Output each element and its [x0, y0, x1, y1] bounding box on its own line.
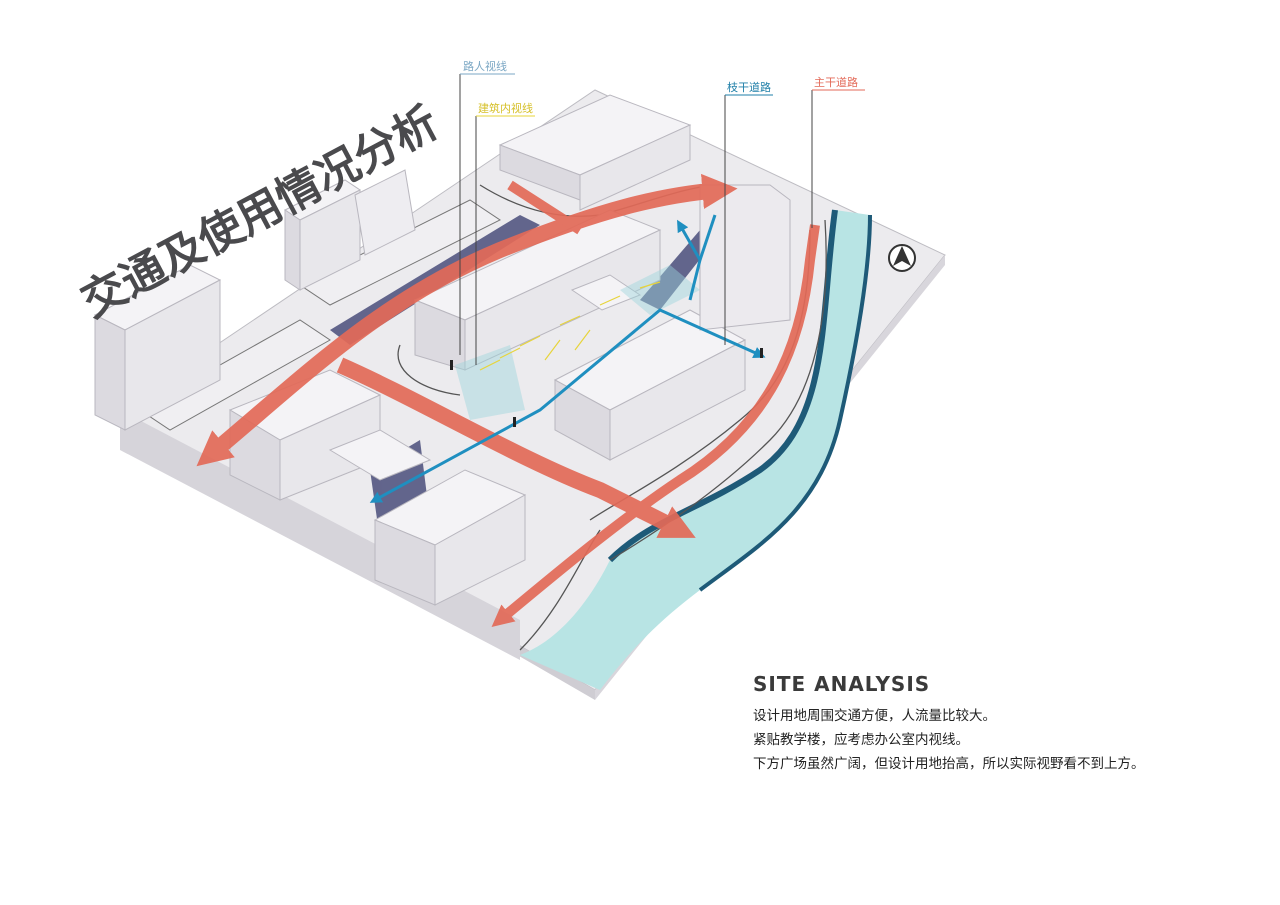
analysis-line: 下方广场虽然广阔，但设计用地抬高，所以实际视野看不到上方。	[753, 756, 1145, 772]
analysis-line: 紧贴教学楼，应考虑办公室内视线。	[753, 732, 969, 748]
legend-underlines	[460, 73, 865, 117]
analysis-heading: SITE ANALYSIS	[753, 672, 931, 696]
legend-main-road: 主干道路	[814, 75, 858, 89]
legend-branch-road: 枝干道路	[727, 80, 771, 94]
legend-building-view: 建筑内视线	[478, 101, 533, 115]
legend-pedestrian-view: 路人视线	[463, 59, 507, 73]
legend-leaders	[459, 74, 813, 365]
pedestrian-figures	[450, 348, 763, 427]
site-analysis-panel: SITE ANALYSIS 设计用地周围交通方便，人流量比较大。 紧贴教学楼，应…	[753, 672, 1233, 780]
analysis-line: 设计用地周围交通方便，人流量比较大。	[753, 708, 996, 724]
north-arrow-icon	[888, 244, 916, 272]
branch-road-arrows	[369, 214, 766, 503]
